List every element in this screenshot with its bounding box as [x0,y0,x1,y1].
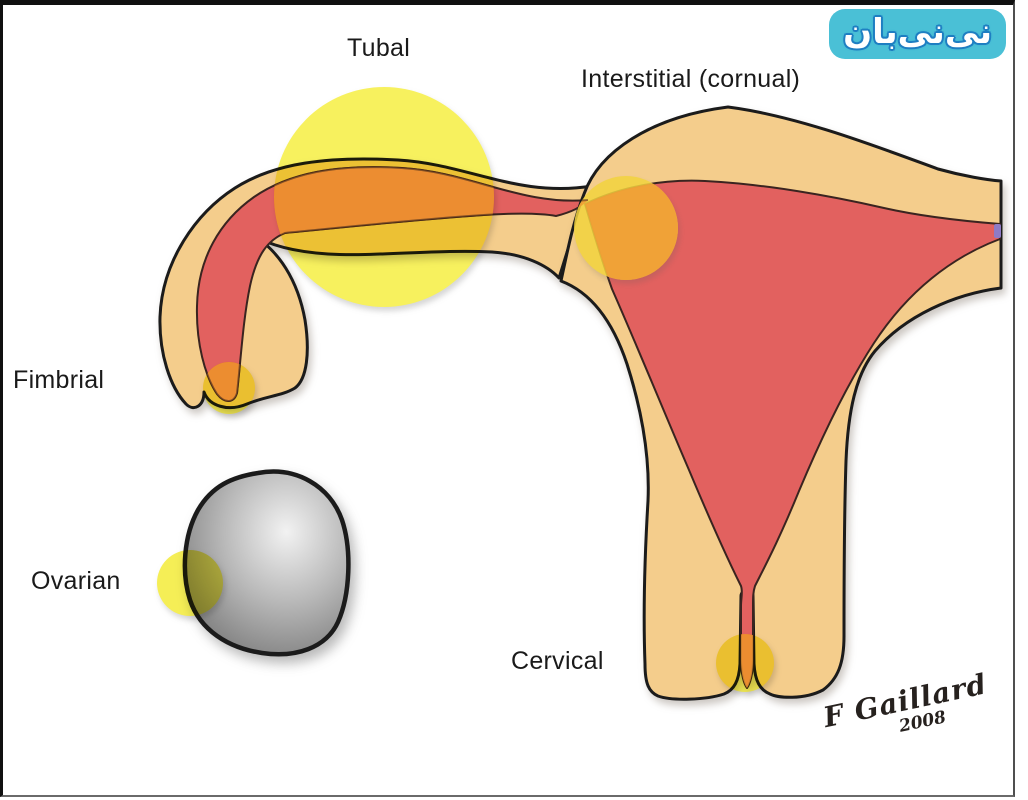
overlap-lumen [203,167,588,401]
overlap-lumen-outline [203,166,589,402]
label-interstitial: Interstitial (cornual) [581,65,800,93]
marker-ovarian [157,550,223,616]
label-cervical: Cervical [511,647,604,675]
label-ovarian: Ovarian [31,567,121,595]
label-tubal: Tubal [347,34,410,62]
right-tube-cut-mark [994,224,1001,238]
ovary-body [182,469,351,657]
niniban-logo-text: نی‌نی‌بان [843,12,992,52]
uterus [559,105,1003,701]
label-fimbrial: Fimbrial [13,366,104,394]
uterus-cavity [584,179,1001,689]
niniban-logo: نی‌نی‌بان [829,9,1006,59]
ovary [182,469,351,657]
